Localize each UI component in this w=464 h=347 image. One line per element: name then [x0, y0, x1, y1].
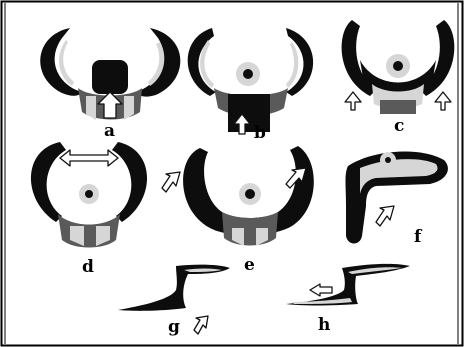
arrow-diagonal-icon: [194, 316, 208, 334]
panel-a: a: [40, 28, 180, 141]
arrow-right-icon: [310, 284, 332, 296]
arrow-double-horizontal-icon: [60, 150, 118, 166]
panel-h: h: [286, 264, 410, 335]
panel-g: g: [118, 265, 230, 337]
panel-label-g: g: [168, 317, 180, 337]
arrow-up-icon: [435, 92, 451, 110]
panel-c: c: [342, 20, 455, 136]
panel-label-h: h: [318, 315, 330, 335]
panel-label-d: d: [82, 257, 94, 277]
arrow-up-icon: [345, 92, 361, 110]
panel-f: f: [346, 151, 448, 247]
panel-label-c: c: [394, 116, 404, 136]
arrow-diagonal-icon: [376, 206, 394, 226]
panel-label-b: b: [254, 123, 266, 143]
panel-e: e: [162, 146, 314, 275]
panel-label-f: f: [414, 227, 423, 247]
panel-b: b: [188, 28, 313, 143]
panel-d: d: [31, 142, 147, 277]
panel-label-e: e: [244, 255, 255, 275]
panel-label-a: a: [104, 121, 115, 141]
arrow-diagonal-icon: [162, 172, 180, 192]
